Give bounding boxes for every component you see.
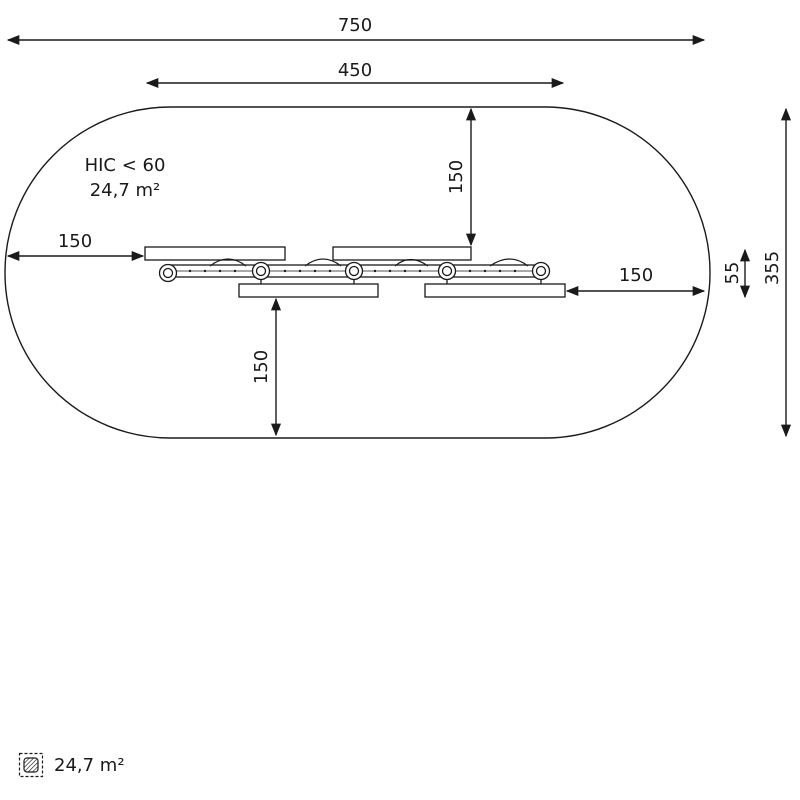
dim-clearance-left: 150 <box>58 231 92 252</box>
equipment <box>144 246 566 298</box>
zone-area-label: 24,7 m² <box>90 180 161 201</box>
dim-clearance-bottom: 150 <box>251 350 272 384</box>
plank-bottom-right <box>424 283 566 298</box>
spring-arc-1 <box>209 258 247 267</box>
legend-area-value: 24,7 m² <box>54 754 125 776</box>
post-1 <box>158 263 178 283</box>
post-3 <box>344 261 364 281</box>
dim-clearance-top: 150 <box>446 160 467 194</box>
dim-total-width: 355 <box>762 251 783 285</box>
safety-zone-outline <box>4 106 711 439</box>
dim-equipment-length: 450 <box>338 60 372 81</box>
plank-top-right <box>332 246 472 261</box>
plank-top-left <box>144 246 286 261</box>
hic-label: HIC < 60 <box>85 155 166 176</box>
hatched-area-icon <box>18 752 44 778</box>
post-4 <box>437 261 457 281</box>
spring-arc-2 <box>304 258 342 267</box>
dim-total-length: 750 <box>338 15 372 36</box>
dim-clearance-right: 150 <box>619 265 653 286</box>
spring-arc-4 <box>489 258 529 267</box>
legend: 24,7 m² <box>18 752 125 778</box>
post-5 <box>531 261 551 281</box>
rail-rivets <box>188 269 517 273</box>
post-2 <box>251 261 271 281</box>
spring-arc-3 <box>394 258 429 267</box>
dim-equipment-width: 55 <box>722 262 743 285</box>
plank-bottom-left <box>238 283 379 298</box>
